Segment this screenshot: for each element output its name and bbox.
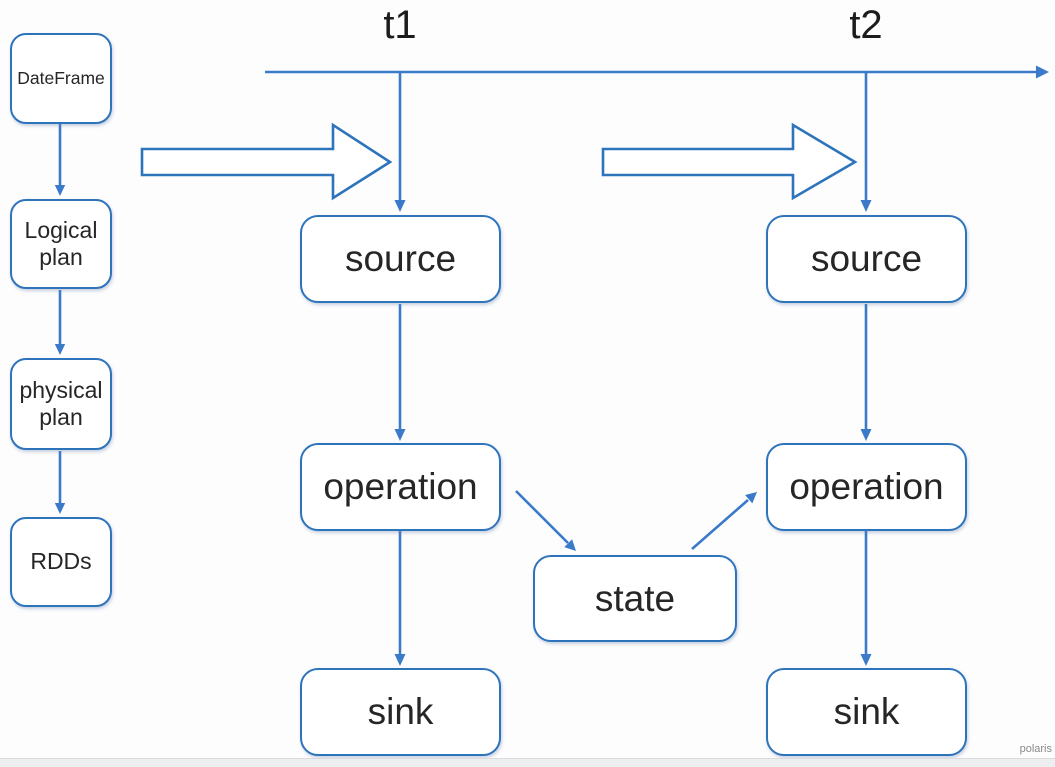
timeline-marker-t1: t1 bbox=[383, 3, 417, 47]
node-state: state bbox=[533, 555, 737, 642]
edge-state-t2-operation-arrowhead-icon bbox=[745, 492, 757, 504]
watermark: polaris bbox=[1019, 743, 1052, 755]
footer-strip bbox=[0, 758, 1055, 767]
node-t1-source: source bbox=[300, 215, 501, 303]
timeline-arrowhead-icon bbox=[1036, 65, 1049, 79]
node-rdds: RDDs bbox=[10, 517, 112, 607]
node-dateframe: DateFrame bbox=[10, 33, 112, 124]
node-t1-operation: operation bbox=[300, 443, 501, 531]
edge-state-t2-operation bbox=[691, 499, 749, 550]
node-t1-sink: sink bbox=[300, 668, 501, 756]
batch-trigger-arrow-t2-icon bbox=[601, 122, 858, 201]
node-t2-operation: operation bbox=[766, 443, 967, 531]
timeline-marker-t2: t2 bbox=[849, 3, 883, 47]
edge-logical-physical-arrowhead-icon bbox=[54, 344, 66, 355]
drop-t2-arrowhead-icon bbox=[860, 200, 872, 212]
drop-t1-arrowhead-icon bbox=[394, 200, 406, 212]
edge-t1-operation-state bbox=[515, 490, 569, 544]
node-t2-sink: sink bbox=[766, 668, 967, 756]
edge-t1-operation-state-arrowhead-icon bbox=[564, 539, 576, 551]
edge-t2-source-operation-arrowhead-icon bbox=[860, 429, 872, 441]
edge-physical-rdds-arrowhead-icon bbox=[54, 503, 66, 514]
edge-dateframe-logical-arrowhead-icon bbox=[54, 185, 66, 196]
batch-trigger-arrow-t1-icon bbox=[140, 122, 393, 201]
node-physical-plan: physical plan bbox=[10, 358, 112, 450]
node-logical-plan: Logical plan bbox=[10, 199, 112, 289]
node-t2-source: source bbox=[766, 215, 967, 303]
edge-t1-operation-sink-arrowhead-icon bbox=[394, 654, 406, 666]
edge-t1-source-operation-arrowhead-icon bbox=[394, 429, 406, 441]
edge-t2-operation-sink-arrowhead-icon bbox=[860, 654, 872, 666]
